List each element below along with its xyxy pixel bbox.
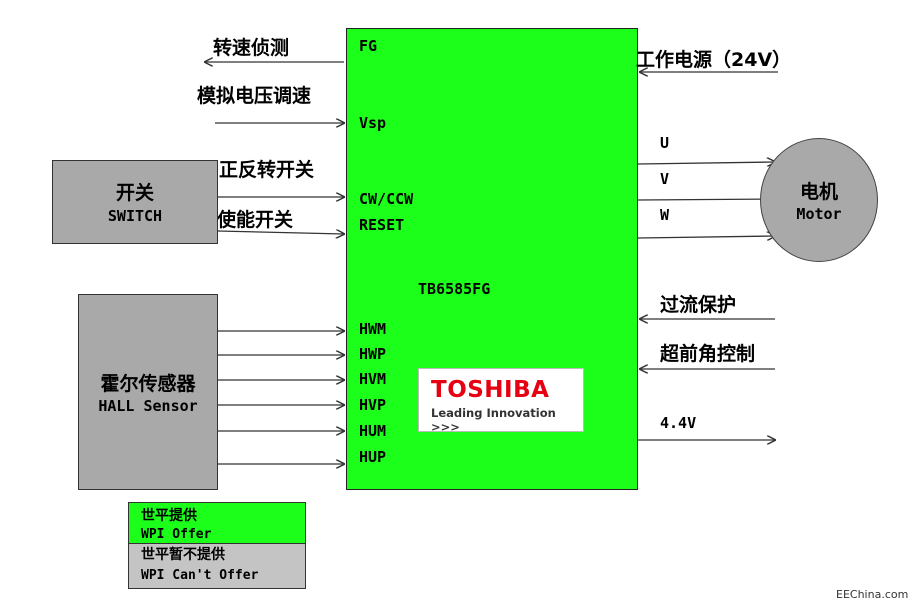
label-speed-detect: 转速侦测 [213, 37, 290, 59]
legend-nooffer-en: WPI Can't Offer [141, 568, 259, 583]
pin-hum: HUM [359, 422, 387, 440]
label-lead-angle: 超前角控制 [660, 343, 756, 365]
logo-brand: TOSHIBA [431, 377, 550, 403]
label-phase-w: W [660, 206, 670, 224]
legend-offer-cn: 世平提供 [141, 508, 197, 524]
watermark: EEChina.com [836, 588, 909, 601]
phase-u-arrow [637, 162, 775, 164]
logo-tagline: Leading Innovation >>> [431, 406, 556, 434]
pin-hwm: HWM [359, 320, 387, 338]
motor-cn: 电机 [799, 181, 838, 203]
label-overcurrent: 过流保护 [660, 294, 737, 316]
label-power: 工作电源（24V） [636, 49, 792, 71]
switch-en: SWITCH [107, 207, 163, 225]
legend-nooffer-cn: 世平暂不提供 [141, 547, 225, 563]
label-enable: 使能开关 [217, 209, 294, 231]
hall-en: HALL Sensor [98, 397, 198, 415]
label-phase-v: V [660, 170, 670, 188]
legend-no-offer: 世平暂不提供 WPI Can't Offer [128, 543, 306, 589]
legend-offer-en: WPI Offer [141, 527, 212, 542]
pin-cwccw: CW/CCW [359, 190, 414, 208]
label-analog-speed: 模拟电压调速 [197, 85, 312, 107]
legend-offer: 世平提供 WPI Offer [128, 502, 306, 544]
pin-hvp: HVP [359, 396, 387, 414]
label-out-4v4: 4.4V [660, 414, 697, 432]
motor-en: Motor [796, 205, 842, 223]
label-fwd-rev: 正反转开关 [219, 159, 315, 181]
motor-circle: 电机 Motor [760, 138, 878, 262]
reset-arrow [217, 231, 344, 234]
toshiba-logo: TOSHIBA Leading Innovation >>> [418, 368, 584, 434]
pin-vsp: Vsp [359, 114, 387, 132]
phase-w-arrow [637, 236, 775, 238]
switch-cn: 开关 [115, 182, 154, 204]
phase-v-arrow [637, 199, 775, 200]
chip-name: TB6585FG [418, 280, 491, 298]
pin-fg: FG [359, 37, 378, 55]
pin-hwp: HWP [359, 345, 387, 363]
switch-box: 开关 SWITCH [52, 160, 218, 244]
hall-cn: 霍尔传感器 [100, 373, 196, 395]
hall-sensor-box: 霍尔传感器 HALL Sensor [78, 294, 218, 490]
pin-hup: HUP [359, 448, 387, 466]
pin-hvm: HVM [359, 370, 387, 388]
pin-reset: RESET [359, 216, 405, 234]
label-phase-u: U [660, 134, 670, 152]
